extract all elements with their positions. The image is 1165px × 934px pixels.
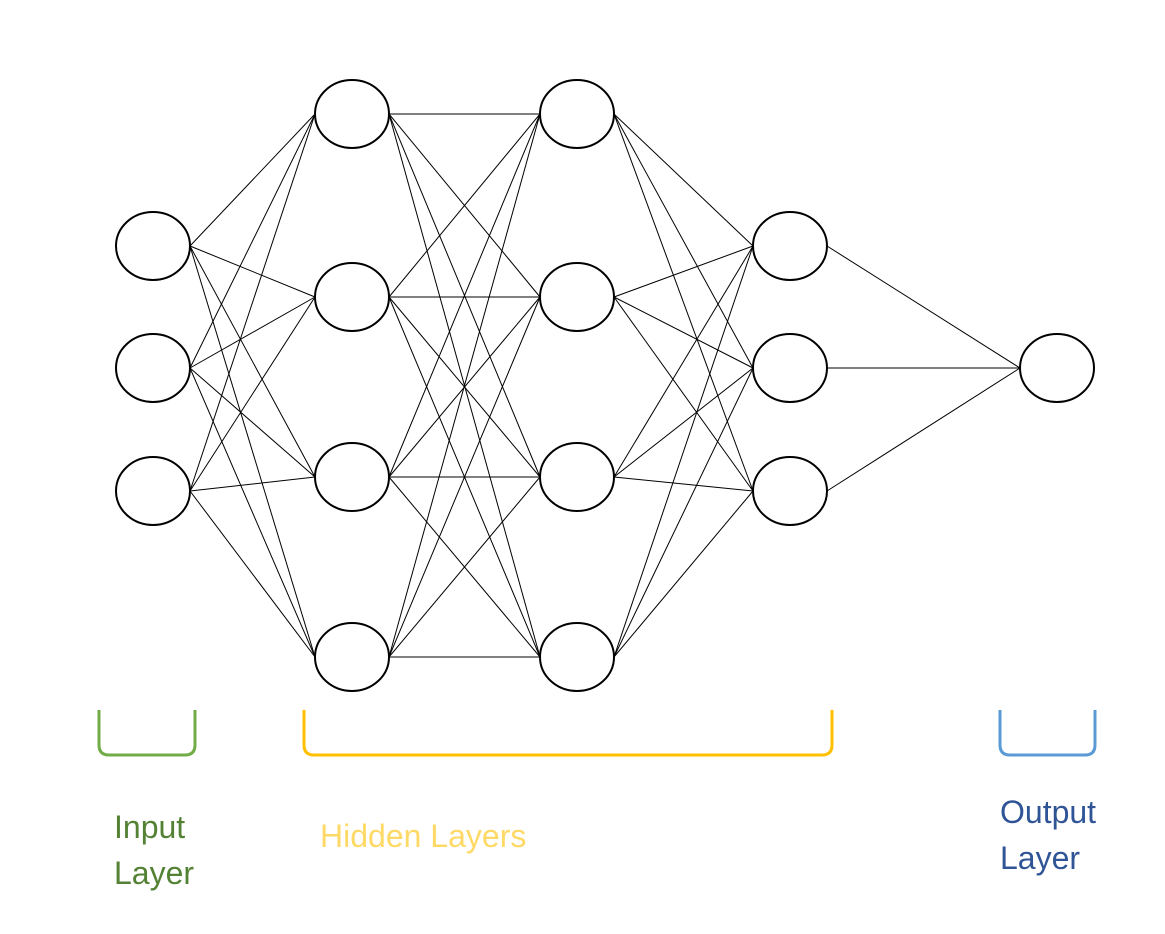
edge-l1n1-l2n2 (189, 245, 316, 298)
edge-l1n3-l2n1 (189, 113, 316, 492)
connections (189, 113, 1021, 658)
edge-l1n2-l2n1 (189, 113, 316, 369)
edge-l3n2-l4n3 (613, 296, 754, 492)
input-layer-bracket (97, 710, 197, 757)
edge-l3n2-l4n2 (613, 296, 754, 369)
edge-l1n2-l2n4 (189, 367, 316, 658)
hidden-node-l2-1 (314, 79, 390, 149)
hidden-node-l3-2 (539, 262, 615, 332)
input-layer-label: Input Layer (114, 804, 194, 896)
edge-l3n3-l4n1 (613, 245, 754, 478)
edge-l2n4-l3n2 (388, 296, 541, 658)
edge-l1n3-l2n4 (189, 490, 316, 658)
hidden-node-l2-3 (314, 442, 390, 512)
input-node-l1-3 (115, 456, 191, 526)
edge-l1n3-l2n2 (189, 296, 316, 492)
edge-l2n4-l3n3 (388, 476, 541, 658)
hidden-layers-label: Hidden Layers (320, 813, 526, 859)
input-node-l1-2 (115, 333, 191, 403)
edge-l2n3-l3n1 (388, 113, 541, 478)
edge-l4n1-l5n1 (826, 245, 1021, 369)
neurons (115, 79, 1095, 692)
input-node-l1-1 (115, 211, 191, 281)
layer-brackets (97, 710, 1097, 757)
output-node-l5-1 (1019, 333, 1095, 403)
hidden-node-l3-4 (539, 622, 615, 692)
edge-l1n1-l2n1 (189, 113, 316, 247)
edge-l3n2-l4n1 (613, 245, 754, 298)
edge-l1n2-l2n3 (189, 367, 316, 478)
edge-l2n2-l3n1 (388, 113, 541, 298)
edge-l3n4-l4n2 (613, 367, 754, 658)
hidden-layers-bracket (302, 710, 834, 757)
input-layer-label-line2: Layer (114, 855, 195, 891)
hidden-node-l2-4 (314, 622, 390, 692)
edge-l3n1-l4n3 (613, 113, 754, 492)
edge-l3n4-l4n1 (613, 245, 754, 658)
edge-l4n3-l5n1 (826, 367, 1021, 492)
edge-l3n1-l4n2 (613, 113, 754, 369)
edge-l3n3-l4n2 (613, 367, 754, 478)
edge-l1n1-l2n3 (189, 245, 316, 478)
hidden-node-l3-1 (539, 79, 615, 149)
output-layer-label-line2: Layer (1000, 840, 1081, 876)
edge-l2n4-l3n1 (388, 113, 541, 658)
output-layer-label-line1: Output (1000, 794, 1097, 830)
edge-l1n3-l2n3 (189, 476, 316, 492)
output-layer-label: Output Layer (1000, 789, 1096, 881)
edge-l3n3-l4n3 (613, 476, 754, 492)
hidden-node-l2-2 (314, 262, 390, 332)
edge-l3n1-l4n1 (613, 113, 754, 247)
edge-l1n1-l2n4 (189, 245, 316, 658)
hidden-node-l4-1 (752, 211, 828, 281)
edge-l3n4-l4n3 (613, 490, 754, 658)
hidden-node-l4-3 (752, 456, 828, 526)
output-layer-bracket (998, 710, 1097, 757)
hidden-layers-label-text: Hidden Layers (320, 818, 527, 854)
hidden-node-l3-3 (539, 442, 615, 512)
input-layer-label-line1: Input (114, 809, 186, 845)
edge-l1n2-l2n2 (189, 296, 316, 369)
hidden-node-l4-2 (752, 333, 828, 403)
